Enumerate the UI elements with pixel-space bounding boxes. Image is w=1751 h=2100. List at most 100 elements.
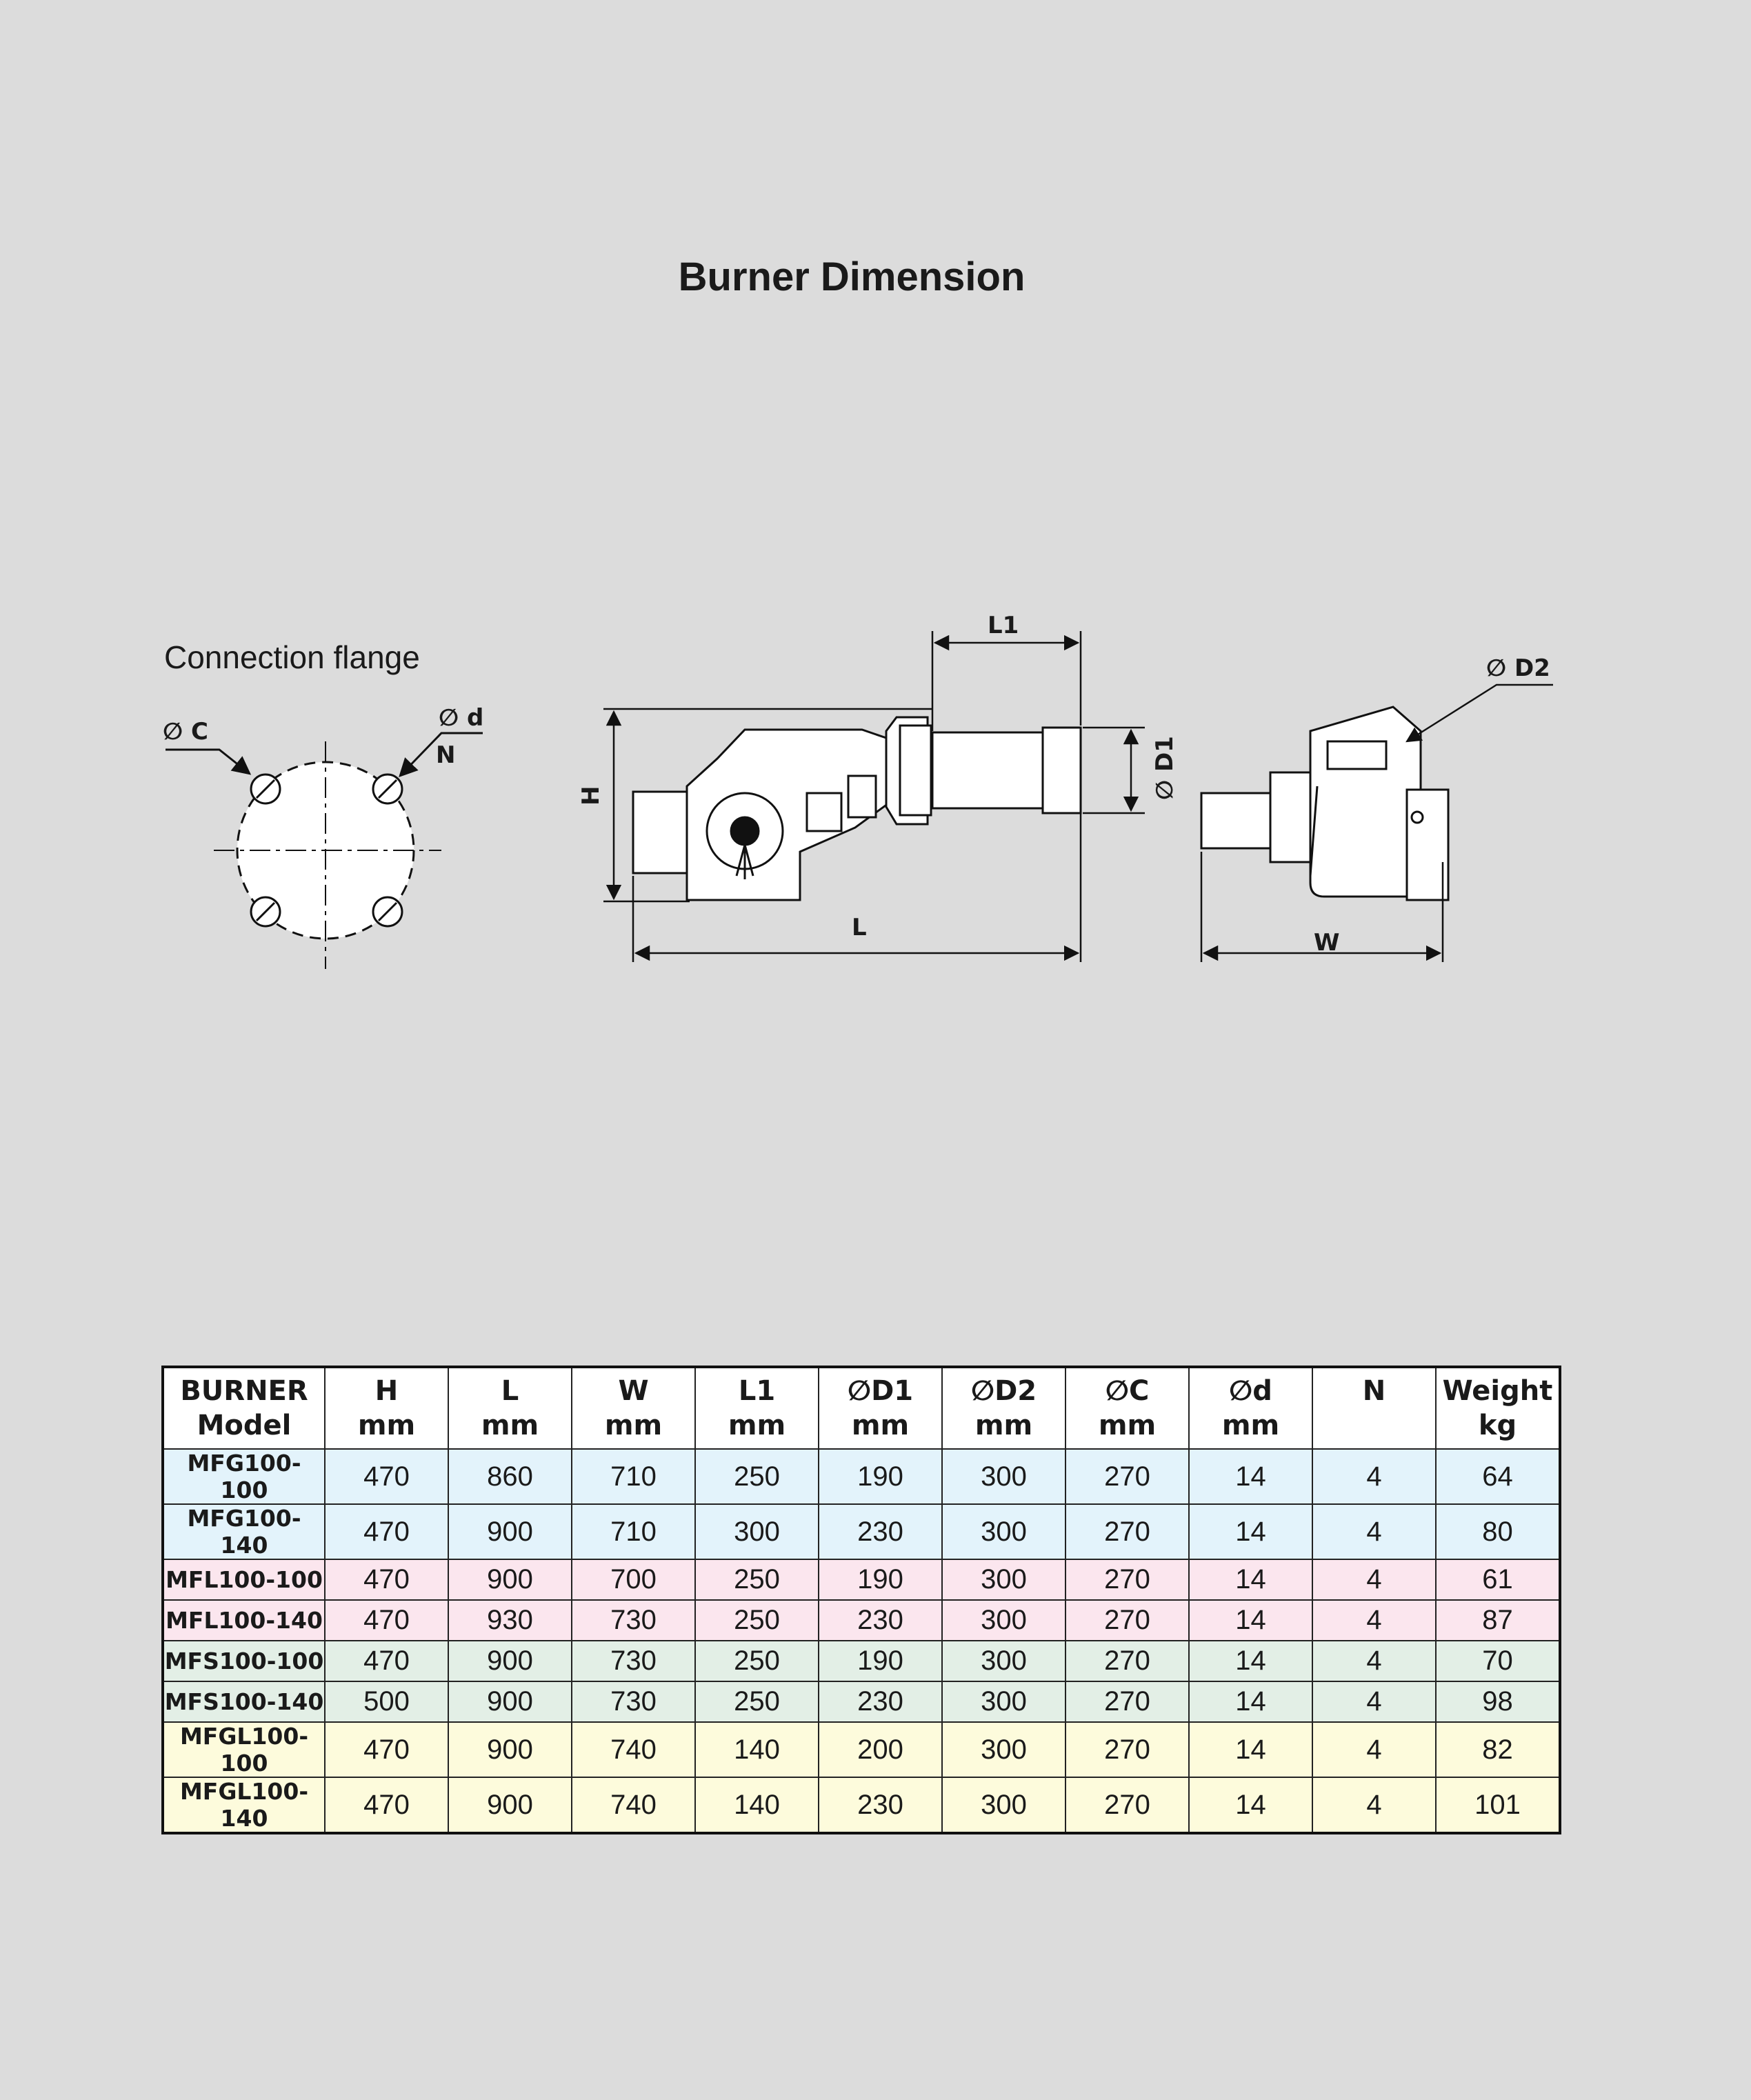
table-cell: 470 xyxy=(324,1777,449,1834)
motor-cap xyxy=(632,790,688,874)
table-cell-model: MFG100-140 xyxy=(162,1503,326,1560)
table-cell: 300 xyxy=(941,1503,1066,1560)
burner-side-view xyxy=(632,716,1082,901)
table-cell: 4 xyxy=(1312,1448,1437,1505)
table-cell: 4 xyxy=(1312,1777,1437,1834)
label-d: ∅ d xyxy=(439,704,483,732)
table-cell-model: MFG100-100 xyxy=(162,1448,326,1505)
table-cell: 82 xyxy=(1435,1721,1561,1778)
leader-c xyxy=(166,748,252,775)
page-title: Burner Dimension xyxy=(678,254,1025,299)
table-cell: 300 xyxy=(941,1721,1066,1778)
table-cell: 250 xyxy=(694,1448,819,1505)
table-cell: 270 xyxy=(1065,1721,1190,1778)
table-cell: 230 xyxy=(818,1777,943,1834)
table-cell: 4 xyxy=(1312,1559,1437,1601)
table-cell: 250 xyxy=(694,1681,819,1723)
table-cell: 860 xyxy=(448,1448,572,1505)
table-cell: 470 xyxy=(324,1448,449,1505)
blast-tube xyxy=(931,731,1044,810)
label-d1: ∅ D1 xyxy=(1151,736,1179,800)
table-cell-model: MFS100-140 xyxy=(162,1681,326,1723)
table-cell: 700 xyxy=(571,1559,696,1601)
burner-head xyxy=(1041,726,1082,814)
table-cell: 740 xyxy=(571,1721,696,1778)
table-cell: 900 xyxy=(448,1503,572,1560)
table-cell: 190 xyxy=(818,1448,943,1505)
table-cell: 230 xyxy=(818,1681,943,1723)
table-cell: 730 xyxy=(571,1599,696,1641)
table-cell: 250 xyxy=(694,1640,819,1682)
table-cell: 250 xyxy=(694,1599,819,1641)
table-cell: 300 xyxy=(941,1559,1066,1601)
table-cell: 190 xyxy=(818,1640,943,1682)
table-cell: 4 xyxy=(1312,1681,1437,1723)
table-cell: 14 xyxy=(1188,1559,1313,1601)
col-n: N xyxy=(1312,1366,1437,1450)
fan-hub xyxy=(730,816,760,846)
table-cell: 270 xyxy=(1065,1503,1190,1560)
table-cell: 87 xyxy=(1435,1599,1561,1641)
table-cell: 710 xyxy=(571,1448,696,1505)
table-cell: 900 xyxy=(448,1559,572,1601)
label-d2: ∅ D2 xyxy=(1486,654,1550,682)
table-cell: 900 xyxy=(448,1721,572,1778)
table-cell: 14 xyxy=(1188,1777,1313,1834)
table-cell: 230 xyxy=(818,1503,943,1560)
table-cell: 270 xyxy=(1065,1559,1190,1601)
table-cell-model: MFGL100-100 xyxy=(162,1721,326,1778)
table-cell: 70 xyxy=(1435,1640,1561,1682)
connection-flange-diagram xyxy=(166,732,483,969)
table-cell: 300 xyxy=(941,1640,1066,1682)
table-cell: 190 xyxy=(818,1559,943,1601)
table-cell: 270 xyxy=(1065,1640,1190,1682)
table-cell: 900 xyxy=(448,1640,572,1682)
table-cell: 61 xyxy=(1435,1559,1561,1601)
label-h: H xyxy=(577,786,605,806)
table-cell-model: MFGL100-140 xyxy=(162,1777,326,1834)
transformer xyxy=(847,774,877,819)
table-cell: 140 xyxy=(694,1777,819,1834)
table-cell: 300 xyxy=(941,1777,1066,1834)
motor-end xyxy=(1200,792,1272,850)
table-cell: 4 xyxy=(1312,1503,1437,1560)
burner-front-view xyxy=(1200,706,1450,901)
front-view-dimensions xyxy=(1200,683,1553,962)
table-cell: 14 xyxy=(1188,1503,1313,1560)
table-cell: 900 xyxy=(448,1681,572,1723)
table-cell: 300 xyxy=(694,1503,819,1560)
table-cell: 730 xyxy=(571,1681,696,1723)
table-cell: 470 xyxy=(324,1503,449,1560)
table-cell: 730 xyxy=(571,1640,696,1682)
table-cell: 270 xyxy=(1065,1448,1190,1505)
leader-d xyxy=(399,732,483,777)
table-cell: 4 xyxy=(1312,1640,1437,1682)
table-cell: 14 xyxy=(1188,1640,1313,1682)
label-c: ∅ C xyxy=(163,718,208,746)
table-cell: 140 xyxy=(694,1721,819,1778)
table-cell: 470 xyxy=(324,1559,449,1601)
table-cell: 300 xyxy=(941,1599,1066,1641)
table-cell: 98 xyxy=(1435,1681,1561,1723)
table-cell-model: MFL100-140 xyxy=(162,1599,326,1641)
table-cell: 101 xyxy=(1435,1777,1561,1834)
label-w: W xyxy=(1314,929,1340,957)
control-box xyxy=(806,792,843,832)
burner-dimension-drawing: ∅ C ∅ d N H L L1 ∅ D1 xyxy=(163,612,1553,969)
